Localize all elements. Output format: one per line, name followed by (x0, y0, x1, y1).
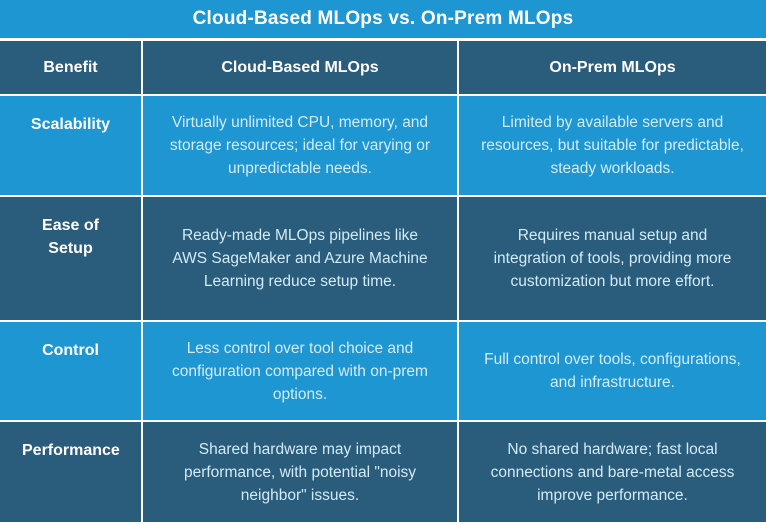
onprem-cell: Full control over tools, configurations,… (459, 322, 766, 420)
header-cloud-mlops: Cloud-Based MLOps (143, 41, 457, 94)
table-row-scalability: Scalability Virtually unlimited CPU, mem… (0, 96, 766, 195)
benefit-label: Ease of Setup (0, 197, 141, 320)
cloud-cell: Ready-made MLOps pipelines like AWS Sage… (143, 197, 457, 320)
onprem-cell: Requires manual setup and integration of… (459, 197, 766, 320)
benefit-label: Control (0, 322, 141, 420)
table-row-performance: Performance Shared hardware may impact p… (0, 422, 766, 522)
table-row-control: Control Less control over tool choice an… (0, 322, 766, 420)
onprem-cell: No shared hardware; fast local connectio… (459, 422, 766, 522)
page-title: Cloud-Based MLOps vs. On-Prem MLOps (192, 8, 574, 29)
table-row-ease-of-setup: Ease of Setup Ready-made MLOps pipelines… (0, 197, 766, 320)
onprem-cell: Limited by available servers and resourc… (459, 96, 766, 195)
benefit-label: Performance (0, 422, 141, 522)
title-bar: Cloud-Based MLOps vs. On-Prem MLOps (0, 0, 766, 38)
cloud-cell: Less control over tool choice and config… (143, 322, 457, 420)
comparison-table: Benefit Cloud-Based MLOps On-Prem MLOps … (0, 41, 766, 522)
header-benefit: Benefit (0, 41, 141, 94)
table-header-row: Benefit Cloud-Based MLOps On-Prem MLOps (0, 41, 766, 94)
cloud-cell: Virtually unlimited CPU, memory, and sto… (143, 96, 457, 195)
benefit-label: Scalability (0, 96, 141, 195)
cloud-cell: Shared hardware may impact performance, … (143, 422, 457, 522)
header-onprem-mlops: On-Prem MLOps (459, 41, 766, 94)
